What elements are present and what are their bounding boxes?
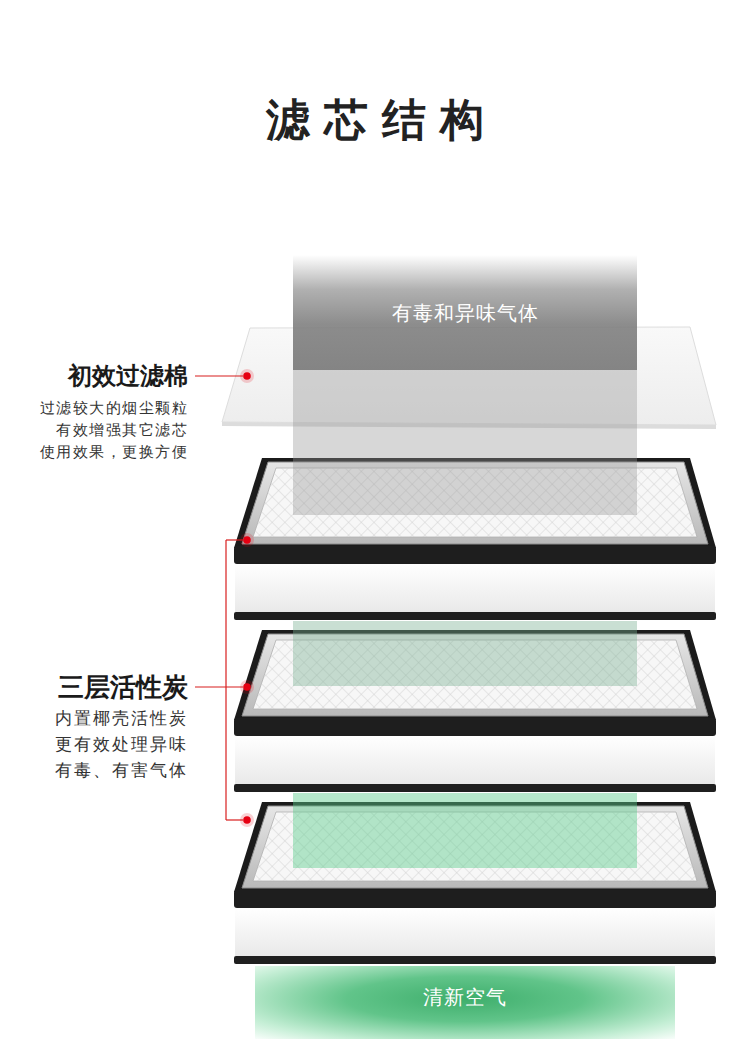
gas-column (293, 370, 637, 515)
callout-note: 内置椰壳活性炭 更有效处理异味 有毒、有害气体 (13, 705, 188, 783)
clean-air-glow: 清新空气 (255, 966, 675, 1039)
label-text: 三层活性炭 (0, 671, 188, 703)
bracket-line (225, 540, 226, 820)
callout-heading: 三层活性炭 (0, 671, 188, 703)
dot-halo (240, 533, 254, 547)
gas-column (293, 793, 637, 868)
callout-note: 过滤较大的烟尘颗粒 有效增强其它滤芯 使用效果，更换方便 (13, 397, 188, 463)
node-text: 有毒和异味气体 (392, 299, 539, 327)
node-text: 清新空气 (423, 983, 507, 1011)
marker-dot (243, 683, 251, 691)
label-text: 初效过滤棉 (0, 361, 188, 391)
marker-dot (243, 816, 251, 824)
label-text: 过滤较大的烟尘颗粒 有效增强其它滤芯 使用效果，更换方便 (13, 397, 188, 463)
gas-column (293, 621, 637, 686)
gas-inflow-band: 有毒和异味气体 (293, 255, 637, 370)
leader-line (195, 686, 243, 687)
callout-heading: 初效过滤棉 (0, 361, 188, 391)
marker-dots (240, 369, 254, 827)
marker-dot (243, 372, 251, 380)
diagram-title: 滤芯结构 (0, 92, 750, 148)
dot-halo (240, 680, 254, 694)
dot-halo (240, 813, 254, 827)
dot-halo (240, 369, 254, 383)
leader-line (195, 375, 243, 376)
leader-lines (195, 376, 243, 820)
marker-dot (243, 536, 251, 544)
label-text: 内置椰壳活性炭 更有效处理异味 有毒、有害气体 (13, 705, 188, 783)
